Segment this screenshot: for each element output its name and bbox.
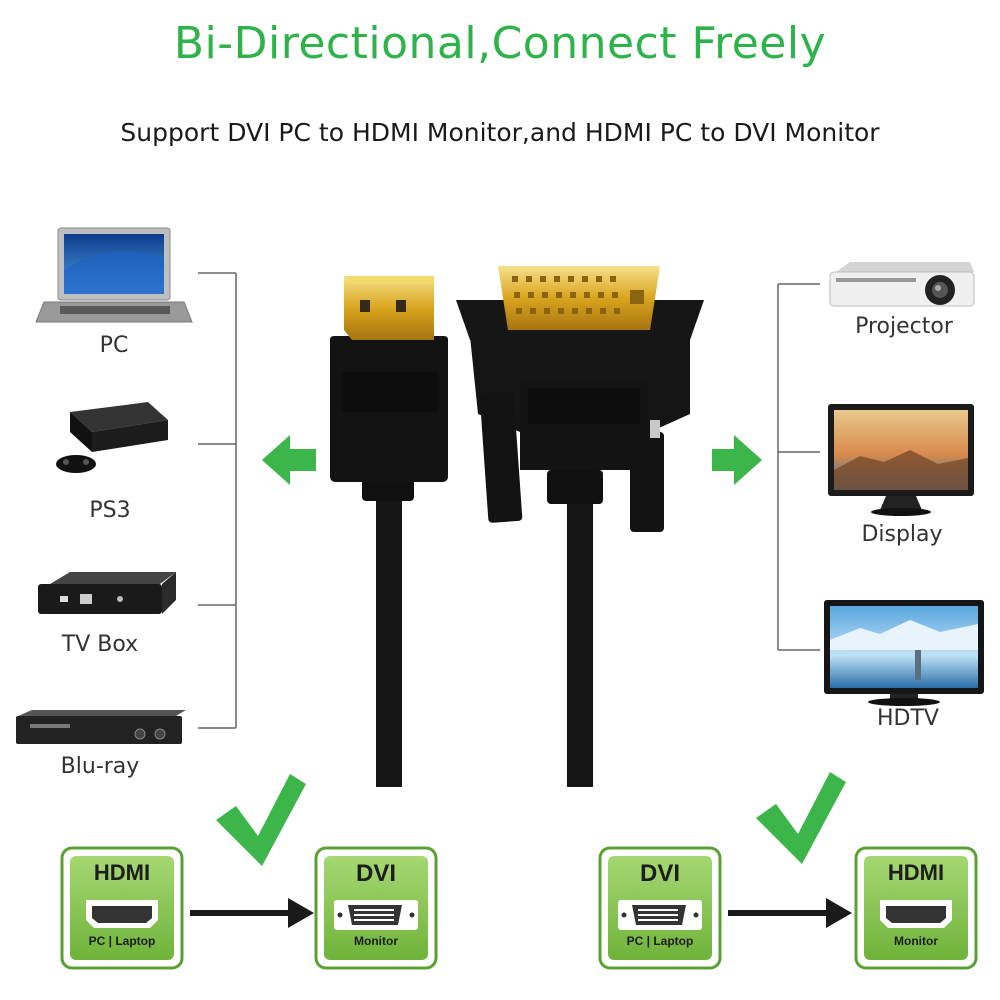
hdtv-icon (824, 600, 984, 706)
hdmi-connector (330, 276, 448, 501)
card-caption: PC | Laptop (626, 934, 694, 948)
device-label-pc: PC (99, 333, 129, 358)
card-caption: Monitor (354, 934, 398, 948)
flow-card-hdmi-monitor (854, 846, 978, 970)
device-label-tv-box: TV Box (61, 632, 139, 657)
checkmark-icon (756, 772, 846, 864)
cable (376, 495, 593, 787)
flow-card-hdmi-source (60, 846, 184, 970)
device-label-hdtv: HDTV (877, 706, 939, 731)
monitor-icon (828, 404, 974, 516)
flow-arrow-icon (190, 898, 314, 928)
right-bracket (777, 283, 820, 651)
checkmark-icon (216, 774, 306, 866)
hdmi-port-icon (880, 900, 952, 928)
device-label-projector: Projector (855, 314, 953, 339)
subtitle: Support DVI PC to HDMI Monitor,and HDMI … (120, 118, 880, 147)
card-title: DVI (355, 860, 396, 887)
tv-box-icon (38, 572, 176, 614)
dvi-connector (456, 266, 704, 532)
bluray-player-icon (16, 710, 186, 744)
device-label-display: Display (861, 522, 943, 547)
hdmi-port-icon (86, 900, 158, 928)
card-title: HDMI (93, 860, 151, 885)
flow-card-dvi-monitor (314, 846, 438, 970)
card-caption: Monitor (894, 934, 938, 948)
card-caption: PC | Laptop (88, 934, 156, 948)
projector-icon (829, 262, 975, 307)
dvi-port-icon (618, 900, 702, 930)
flow-arrow-icon (728, 898, 852, 928)
device-label-ps3: PS3 (89, 498, 131, 523)
left-arrow-icon (262, 435, 316, 485)
laptop-icon (35, 227, 193, 323)
dvi-port-icon (334, 900, 418, 930)
game-console-icon (56, 402, 168, 473)
card-title: HDMI (887, 860, 945, 885)
card-title: DVI (639, 860, 680, 887)
right-arrow-icon (712, 435, 762, 485)
device-label-bluray: Blu-ray (60, 754, 140, 779)
left-bracket (198, 272, 237, 729)
main-title: Bi-Directional,Connect Freely (173, 18, 827, 69)
flow-card-dvi-source (598, 846, 722, 970)
